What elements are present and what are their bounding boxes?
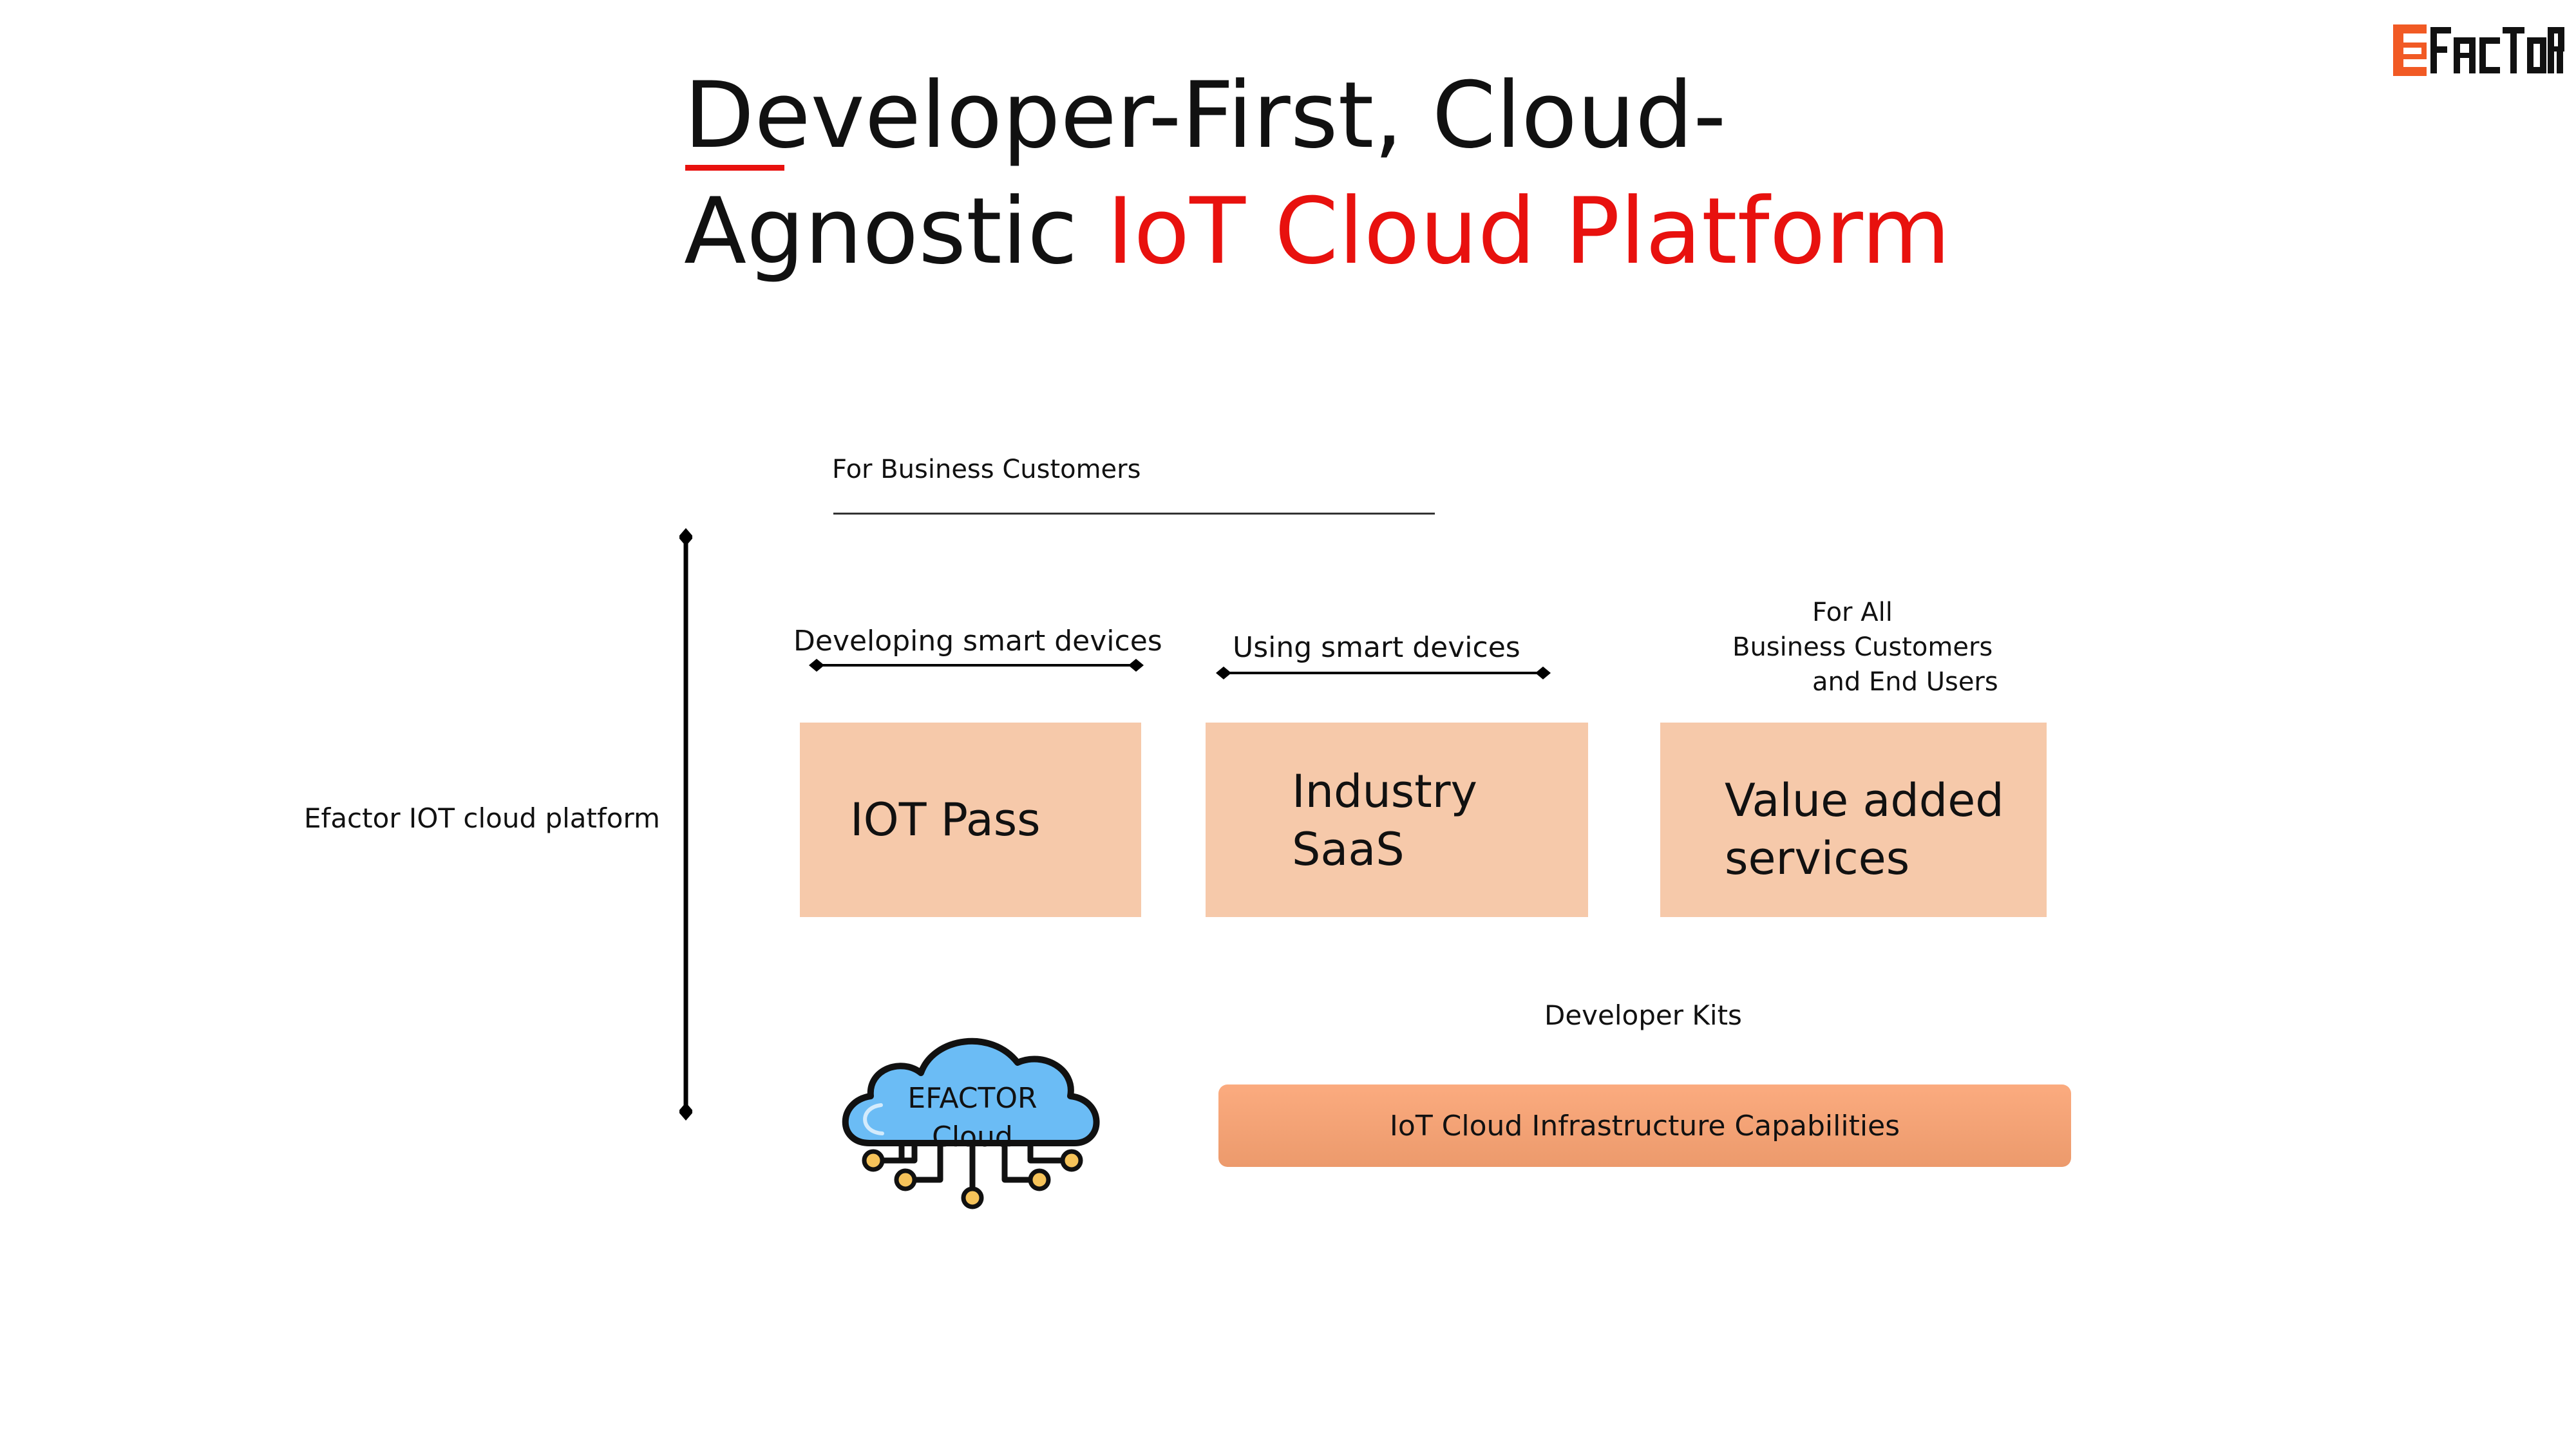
axis-top-diamond-icon <box>679 528 692 546</box>
value-added-line-1: Value added <box>1725 774 2004 827</box>
for-all-line-2: Business Customers <box>1732 632 1993 662</box>
value-added-line-2: services <box>1725 832 1910 885</box>
value-added-services-label: Value added services <box>1725 772 2034 887</box>
developing-devices-range <box>809 659 1144 672</box>
developing-devices-label: Developing smart devices <box>793 625 1162 658</box>
page-title-line-2: Agnostic IoT Cloud Platform <box>684 174 1951 290</box>
axis-bottom-diamond-icon <box>679 1103 692 1121</box>
industry-saas-line-1: Industry <box>1292 765 1477 818</box>
industry-saas-label: Industry SaaS <box>1292 762 1562 878</box>
for-all-line-1: For All <box>1812 598 1893 627</box>
using-devices-range <box>1216 667 1551 679</box>
iot-pass-label: IOT Pass <box>850 793 1041 846</box>
cloud-label-line-1: EFACTOR <box>907 1082 1037 1115</box>
infrastructure-capabilities-bar: IoT Cloud Infrastructure Capabilities <box>1218 1084 2071 1167</box>
platform-axis-label: Efactor IOT cloud platform <box>304 802 660 834</box>
title-plain-text: Agnostic <box>684 178 1107 285</box>
developer-kits-label: Developer Kits <box>1544 999 1742 1031</box>
business-customers-label: For Business Customers <box>832 455 1141 484</box>
value-added-services-box: Value added services <box>1660 723 2047 917</box>
title-accent-underline <box>685 165 784 171</box>
page-title-line-1: Developer-First, Cloud- <box>684 62 1727 169</box>
cloud-label-line-2: Cloud <box>932 1121 1013 1153</box>
infrastructure-capabilities-label: IoT Cloud Infrastructure Capabilities <box>1389 1109 1900 1142</box>
efactor-logo-icon <box>2393 24 2564 76</box>
business-customers-divider <box>833 513 1435 515</box>
for-all-line-3: and End Users <box>1812 667 1998 697</box>
cloud-icon: EFACTOR Cloud <box>842 1037 1100 1209</box>
iot-pass-box: IOT Pass <box>800 723 1141 917</box>
title-highlight-text: IoT Cloud Platform <box>1106 178 1951 285</box>
using-devices-label: Using smart devices <box>1233 631 1520 664</box>
industry-saas-line-2: SaaS <box>1292 823 1405 876</box>
platform-axis-line <box>679 528 692 1121</box>
industry-saas-box: Industry SaaS <box>1206 723 1588 917</box>
